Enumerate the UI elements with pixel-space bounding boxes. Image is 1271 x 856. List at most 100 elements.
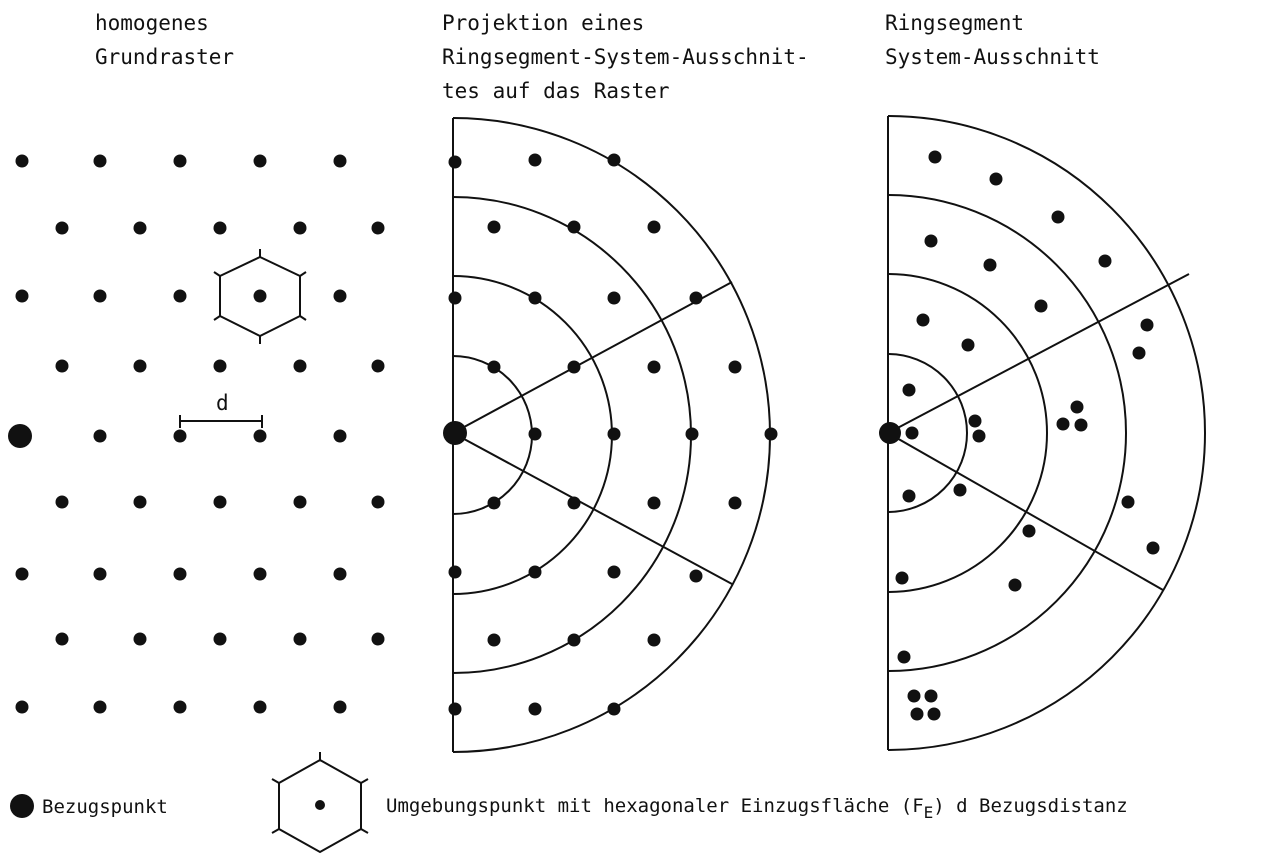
aggregated-point	[1070, 400, 1084, 414]
projected-point	[607, 702, 621, 716]
ring-segment-system	[887, 115, 1206, 751]
projection-points	[443, 153, 778, 716]
aggregated-point	[1051, 210, 1065, 224]
grid-point	[55, 495, 69, 509]
grid-point	[133, 221, 147, 235]
aggregated-point	[907, 689, 921, 703]
grid-point	[213, 221, 227, 235]
projected-point	[607, 291, 621, 305]
projected-point	[689, 569, 703, 583]
right-title-line1: Ringsegment	[885, 11, 1025, 35]
homogeneous-grid	[8, 154, 385, 714]
projected-point	[647, 633, 661, 647]
aggregated-point	[1098, 254, 1112, 268]
aggregated-point	[1022, 524, 1036, 538]
projected-point	[528, 153, 542, 167]
aggregated-point	[972, 429, 986, 443]
aggregated-point	[953, 483, 967, 497]
grid-point	[173, 700, 187, 714]
grid-point	[173, 567, 187, 581]
grid-point	[15, 154, 29, 168]
projected-point	[567, 220, 581, 234]
projected-point	[689, 291, 703, 305]
legend-subscript: E	[924, 803, 934, 822]
hexagon-legend-icon	[271, 752, 369, 854]
grid-point	[55, 632, 69, 646]
legend-distance-text: ) d Bezugsdistanz	[933, 795, 1127, 817]
projected-point	[567, 633, 581, 647]
left-title-line1: homogenes	[95, 11, 209, 35]
grid-point	[93, 289, 107, 303]
aggregated-point	[1146, 541, 1160, 555]
aggregated-point	[902, 489, 916, 503]
distance-indicator	[179, 415, 263, 428]
projected-point	[607, 427, 621, 441]
grid-point	[253, 567, 267, 581]
grid-point	[371, 221, 385, 235]
middle-title-line2: Ringsegment-System-Ausschnit-	[442, 45, 809, 69]
projected-point	[487, 360, 501, 374]
grid-point	[333, 567, 347, 581]
projected-point	[487, 496, 501, 510]
grid-point	[55, 359, 69, 373]
grid-point	[333, 700, 347, 714]
grid-point	[253, 154, 267, 168]
reference-point	[8, 424, 32, 448]
grid-point	[333, 289, 347, 303]
aggregated-point	[905, 426, 919, 440]
grid-point	[15, 567, 29, 581]
grid-point	[55, 221, 69, 235]
projected-point	[728, 360, 742, 374]
aggregated-point	[1132, 346, 1146, 360]
ring-segment-points	[879, 150, 1160, 721]
projected-point	[448, 155, 462, 169]
projected-point	[487, 633, 501, 647]
aggregated-point	[895, 571, 909, 585]
grid-point	[253, 429, 267, 443]
grid-point	[15, 700, 29, 714]
projected-point	[528, 427, 542, 441]
left-title-line2: Grundraster	[95, 45, 235, 69]
projected-point	[607, 565, 621, 579]
legend-surrounding-label: Umgebungspunkt mit hexagonaler Einzugsfl…	[386, 795, 1128, 822]
projected-point	[567, 496, 581, 510]
grid-point	[213, 632, 227, 646]
grid-point	[293, 632, 307, 646]
grid-point	[133, 632, 147, 646]
projected-point	[528, 702, 542, 716]
projected-point	[764, 427, 778, 441]
projected-point	[607, 153, 621, 167]
grid-point	[371, 632, 385, 646]
projected-point	[647, 496, 661, 510]
grid-point	[293, 221, 307, 235]
distance-label: d	[216, 391, 229, 415]
middle-title-line1: Projektion eines	[442, 11, 645, 35]
grid-point	[93, 154, 107, 168]
aggregated-point	[927, 707, 941, 721]
aggregated-point	[989, 172, 1003, 186]
legend-reference-label: Bezugspunkt	[42, 796, 168, 818]
projected-point	[528, 565, 542, 579]
grid-point	[133, 495, 147, 509]
middle-title-line3: tes auf das Raster	[442, 79, 670, 103]
aggregated-point	[968, 414, 982, 428]
projected-point	[448, 702, 462, 716]
aggregated-point	[928, 150, 942, 164]
grid-point	[93, 700, 107, 714]
grid-point	[371, 359, 385, 373]
aggregated-point	[916, 313, 930, 327]
grid-point	[173, 429, 187, 443]
aggregated-point	[983, 258, 997, 272]
projected-point	[567, 360, 581, 374]
grid-point	[253, 289, 267, 303]
projected-point	[685, 427, 699, 441]
hexagon-catchment-example	[213, 249, 307, 344]
aggregated-point	[897, 650, 911, 664]
grid-point	[133, 359, 147, 373]
aggregated-point	[1121, 495, 1135, 509]
projected-point	[728, 496, 742, 510]
aggregated-point	[1074, 418, 1088, 432]
aggregated-point	[924, 234, 938, 248]
grid-point	[371, 495, 385, 509]
